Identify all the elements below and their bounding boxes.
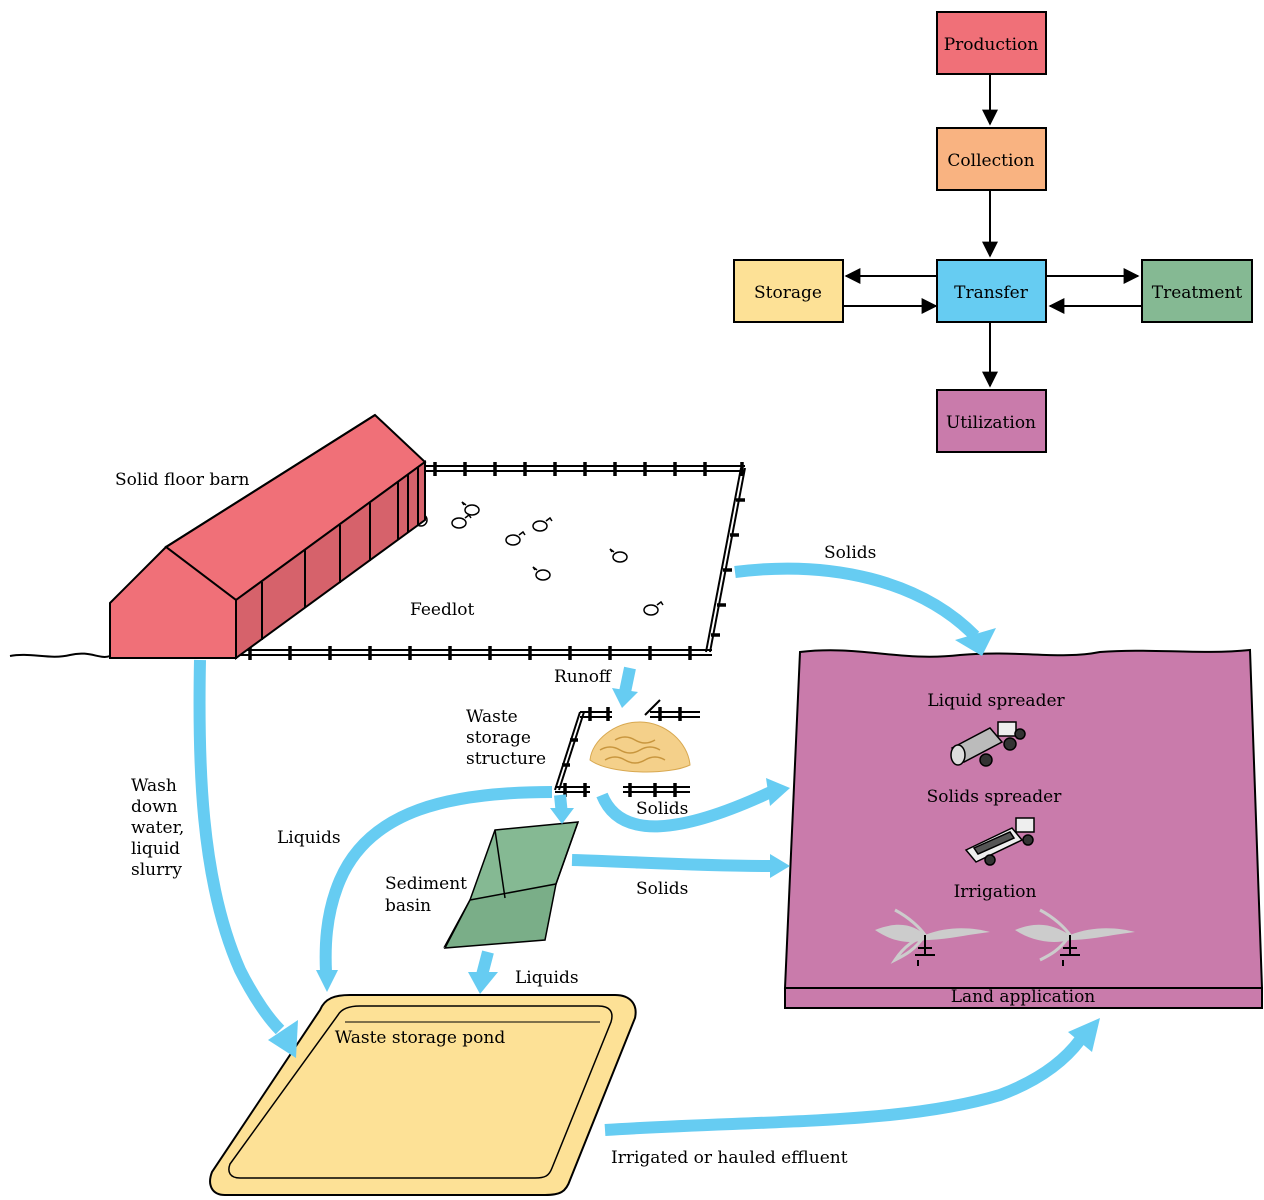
wash-down-label-line5: slurry (131, 860, 182, 880)
wash-down-label-line1: Wash (131, 776, 177, 796)
flow-arrows (193, 562, 1100, 1136)
solids-spreader-icon (964, 817, 1035, 866)
waste-storage-structure (554, 699, 700, 797)
solids-spreader-label: Solids spreader (927, 787, 1063, 807)
waste-structure-label-line3: structure (466, 749, 546, 769)
wash-down-label-line4: liquid (131, 839, 180, 859)
solids-label-mid: Solids (636, 799, 688, 819)
runoff-label: Runoff (554, 667, 613, 687)
solid-floor-barn (109, 413, 427, 660)
storage-label: Storage (754, 283, 822, 303)
waste-structure-label-line1: Waste (466, 707, 518, 727)
collection-box: Collection (936, 127, 1047, 191)
treatment-box: Treatment (1141, 259, 1253, 323)
irrigation-sprinkler-icon (875, 908, 1135, 966)
utilization-box: Utilization (936, 389, 1047, 453)
wash-down-label-line2: down (131, 797, 178, 817)
land-application-field: Liquid spreader Solids spreader Irrigati… (783, 648, 1264, 1009)
production-box: Production (936, 11, 1047, 75)
barn-label: Solid floor barn (115, 470, 250, 490)
liquids-label-left: Liquids (277, 828, 341, 848)
transfer-box: Transfer (936, 259, 1047, 323)
waste-storage-pond: Waste storage pond (209, 994, 637, 1196)
treatment-label: Treatment (1152, 283, 1243, 303)
utilization-label: Utilization (946, 413, 1036, 433)
production-label: Production (944, 35, 1039, 55)
sediment-basin (443, 821, 580, 949)
storage-box: Storage (733, 259, 844, 323)
irrigation-label: Irrigation (954, 882, 1037, 902)
liquid-spreader-icon (950, 721, 1026, 767)
transfer-label: Transfer (954, 283, 1029, 303)
pond-label: Waste storage pond (335, 1028, 506, 1048)
feedlot: Feedlot (240, 462, 746, 660)
liquids-label-bottom: Liquids (515, 968, 579, 988)
waste-structure-label-line2: storage (466, 728, 531, 748)
wash-down-label-line3: water, (131, 818, 184, 838)
ground-line (9, 652, 111, 658)
irrigated-effluent-label: Irrigated or hauled effluent (611, 1148, 848, 1168)
land-application-label: Land application (951, 987, 1096, 1007)
collection-label: Collection (947, 151, 1034, 171)
sediment-basin-label-line1: Sediment (385, 874, 467, 894)
feedlot-label: Feedlot (410, 600, 475, 620)
liquid-spreader-label: Liquid spreader (927, 691, 1065, 711)
flowchart: Production Collection Transfer Storage T… (733, 11, 1253, 453)
solids-label-top: Solids (824, 543, 876, 563)
sediment-basin-label-line2: basin (385, 896, 431, 916)
solids-label-low: Solids (636, 879, 688, 899)
